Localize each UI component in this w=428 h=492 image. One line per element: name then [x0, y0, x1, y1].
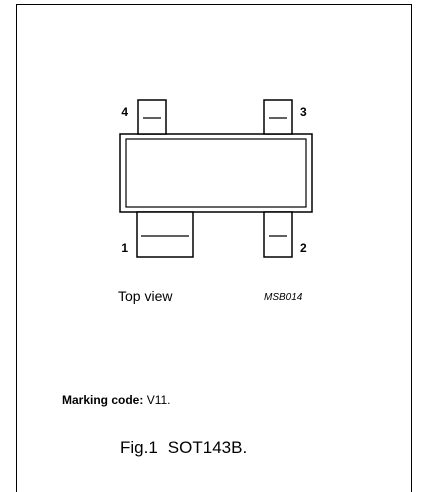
view-label: Top view [118, 288, 173, 304]
pin-2-number: 2 [300, 241, 307, 255]
pin-4-number: 4 [121, 105, 128, 119]
pin-2-lead [263, 211, 293, 258]
package-name: SOT143B. [167, 438, 248, 457]
pin-1-number: 1 [121, 241, 128, 255]
marking-code-line: Marking code: V11. [62, 393, 171, 407]
package-body-inner [125, 138, 307, 208]
pin-1-lead [136, 211, 194, 258]
pin-3-lead [263, 99, 293, 135]
figure-frame [16, 4, 412, 492]
reference-code: MSB014 [264, 292, 303, 303]
figure-caption: Fig.1 SOT143B. [120, 438, 247, 458]
package-body-outer [119, 133, 313, 213]
marking-code-value: V11. [146, 393, 171, 407]
pin-4-lead [137, 99, 167, 135]
marking-code-label: Marking code: [62, 393, 144, 407]
pin-3-number: 3 [300, 105, 307, 119]
figure-number: Fig.1 [120, 438, 158, 457]
